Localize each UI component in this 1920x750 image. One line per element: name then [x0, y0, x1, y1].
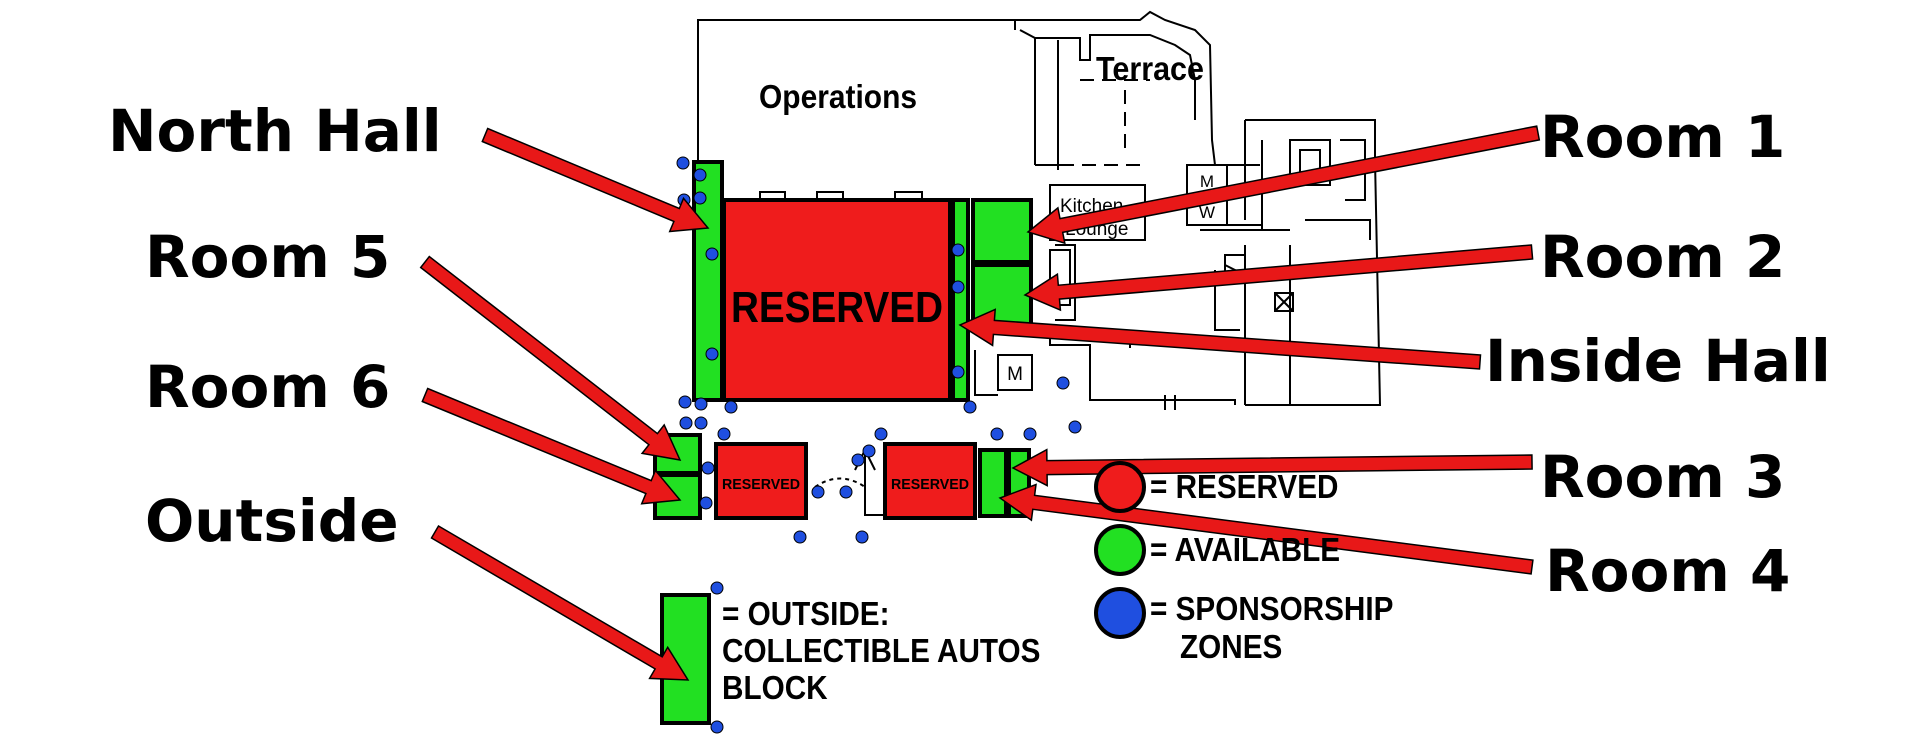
small-reserved-booth-left: [714, 442, 808, 520]
sponsorship-dot: [710, 720, 724, 734]
restroom-w-label: W: [1199, 203, 1215, 222]
small-reserved-booth-right: [883, 442, 977, 520]
sponsorship-dot: [851, 453, 865, 467]
small-reserved-label-right: RESERVED: [891, 476, 969, 493]
arrow-room-5: [419, 255, 682, 461]
sponsorship-dot: [874, 427, 888, 441]
room-3-booth: [978, 448, 1008, 518]
legend-outside-label-3: BLOCK: [722, 669, 828, 706]
arrow-room-3: [1011, 448, 1533, 487]
sponsorship-dot: [1023, 427, 1037, 441]
legend-swatches: [1094, 461, 1146, 639]
sponsorship-dot: [694, 397, 708, 411]
sponsorship-dot: [724, 400, 738, 414]
sponsorship-dot: [951, 365, 965, 379]
arrow-room-2: [1023, 244, 1534, 312]
terrace-label: Terrace: [1096, 50, 1204, 87]
legend-available-label: = AVAILABLE: [1150, 531, 1341, 568]
legend-outside-label-2: COLLECTIBLE AUTOS: [722, 632, 1041, 669]
sponsorship-zones: [676, 156, 1082, 734]
sponsorship-dot: [676, 156, 690, 170]
sponsorship-dot: [701, 461, 715, 475]
sponsorship-dot: [1068, 420, 1082, 434]
callout-room-5: Room 5: [145, 223, 391, 291]
restroom-m-label: M: [1200, 172, 1214, 191]
sponsorship-dot: [862, 444, 876, 458]
legend-reserved-swatch: [1094, 461, 1146, 513]
sponsorship-dot: [855, 530, 869, 544]
legend-reserved-label: = RESERVED: [1150, 468, 1339, 505]
arrow-inside-hall: [958, 308, 1482, 370]
callout-north-hall: North Hall: [108, 97, 442, 165]
arrow-room-4: [998, 483, 1534, 575]
sponsorship-dot: [990, 427, 1004, 441]
sponsorship-dot: [951, 243, 965, 257]
main-reserved-label: RESERVED: [731, 283, 943, 332]
restroom-m-lower-label: M: [1007, 364, 1023, 385]
callout-room-6: Room 6: [145, 353, 391, 421]
callout-room-4: Room 4: [1545, 537, 1791, 605]
callout-arrows: [419, 125, 1541, 681]
callout-room-3: Room 3: [1540, 443, 1786, 511]
room-1-booth: [971, 198, 1033, 264]
sponsorship-dot: [679, 416, 693, 430]
legend-sponsorship-label-2: ZONES: [1180, 628, 1283, 665]
arrow-room-6: [421, 387, 682, 505]
arrow-outside: [430, 524, 690, 681]
legend-available-swatch: [1094, 524, 1146, 576]
sponsorship-dot: [705, 347, 719, 361]
callout-inside-hall: Inside Hall: [1485, 327, 1831, 395]
legend-outside-label: = OUTSIDE:: [722, 595, 890, 632]
sponsorship-dot: [705, 247, 719, 261]
sponsorship-dot: [793, 530, 807, 544]
sponsorship-dot: [699, 496, 713, 510]
callout-room-1: Room 1: [1540, 103, 1786, 171]
operations-label: Operations: [759, 78, 917, 115]
sponsorship-dot: [963, 400, 977, 414]
legend-sponsorship-swatch: [1094, 587, 1146, 639]
sponsorship-dot: [693, 191, 707, 205]
sponsorship-dot: [839, 485, 853, 499]
sponsorship-dot: [678, 395, 692, 409]
arrow-north-hall: [481, 127, 710, 233]
sponsorship-dot: [693, 168, 707, 182]
reserved-booths: [714, 198, 977, 520]
sponsorship-dot: [694, 416, 708, 430]
callout-outside: Outside: [145, 487, 399, 555]
sponsorship-dot: [1056, 376, 1070, 390]
sponsorship-dot: [951, 280, 965, 294]
callout-room-2: Room 2: [1540, 223, 1786, 291]
arrow-room-1: [1026, 125, 1541, 245]
sponsorship-dot: [710, 581, 724, 595]
small-reserved-label-left: RESERVED: [722, 476, 800, 493]
sponsorship-dot: [811, 485, 825, 499]
sponsorship-dot: [717, 427, 731, 441]
main-reserved-booth: [722, 198, 952, 402]
legend-sponsorship-label: = SPONSORSHIP: [1150, 590, 1394, 627]
